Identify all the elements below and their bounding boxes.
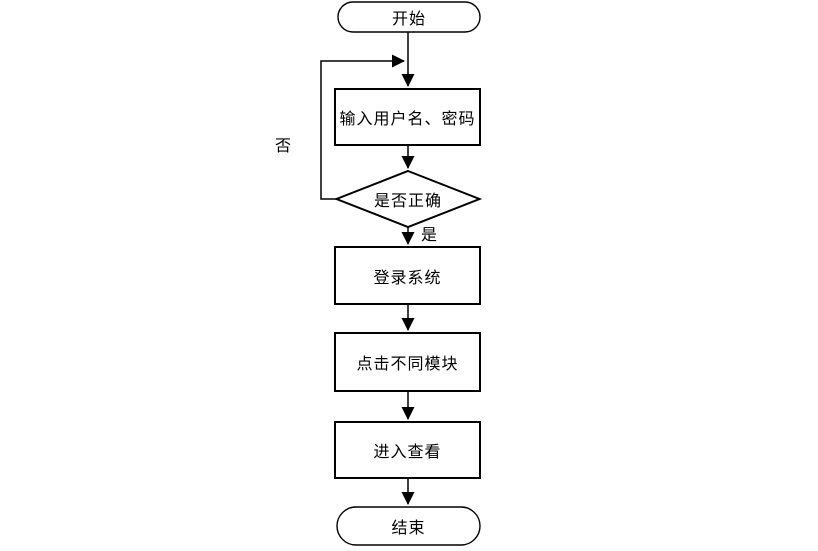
start-terminator-shape [337,1,481,33]
input-process-shape [334,88,481,146]
modules-process-shape [334,332,481,392]
end-terminator-shape [336,506,481,546]
decision-diamond-shape [333,169,483,229]
view-process-shape [334,421,481,479]
login-process-shape [334,246,481,305]
edge-decision-no-loop [320,54,405,200]
